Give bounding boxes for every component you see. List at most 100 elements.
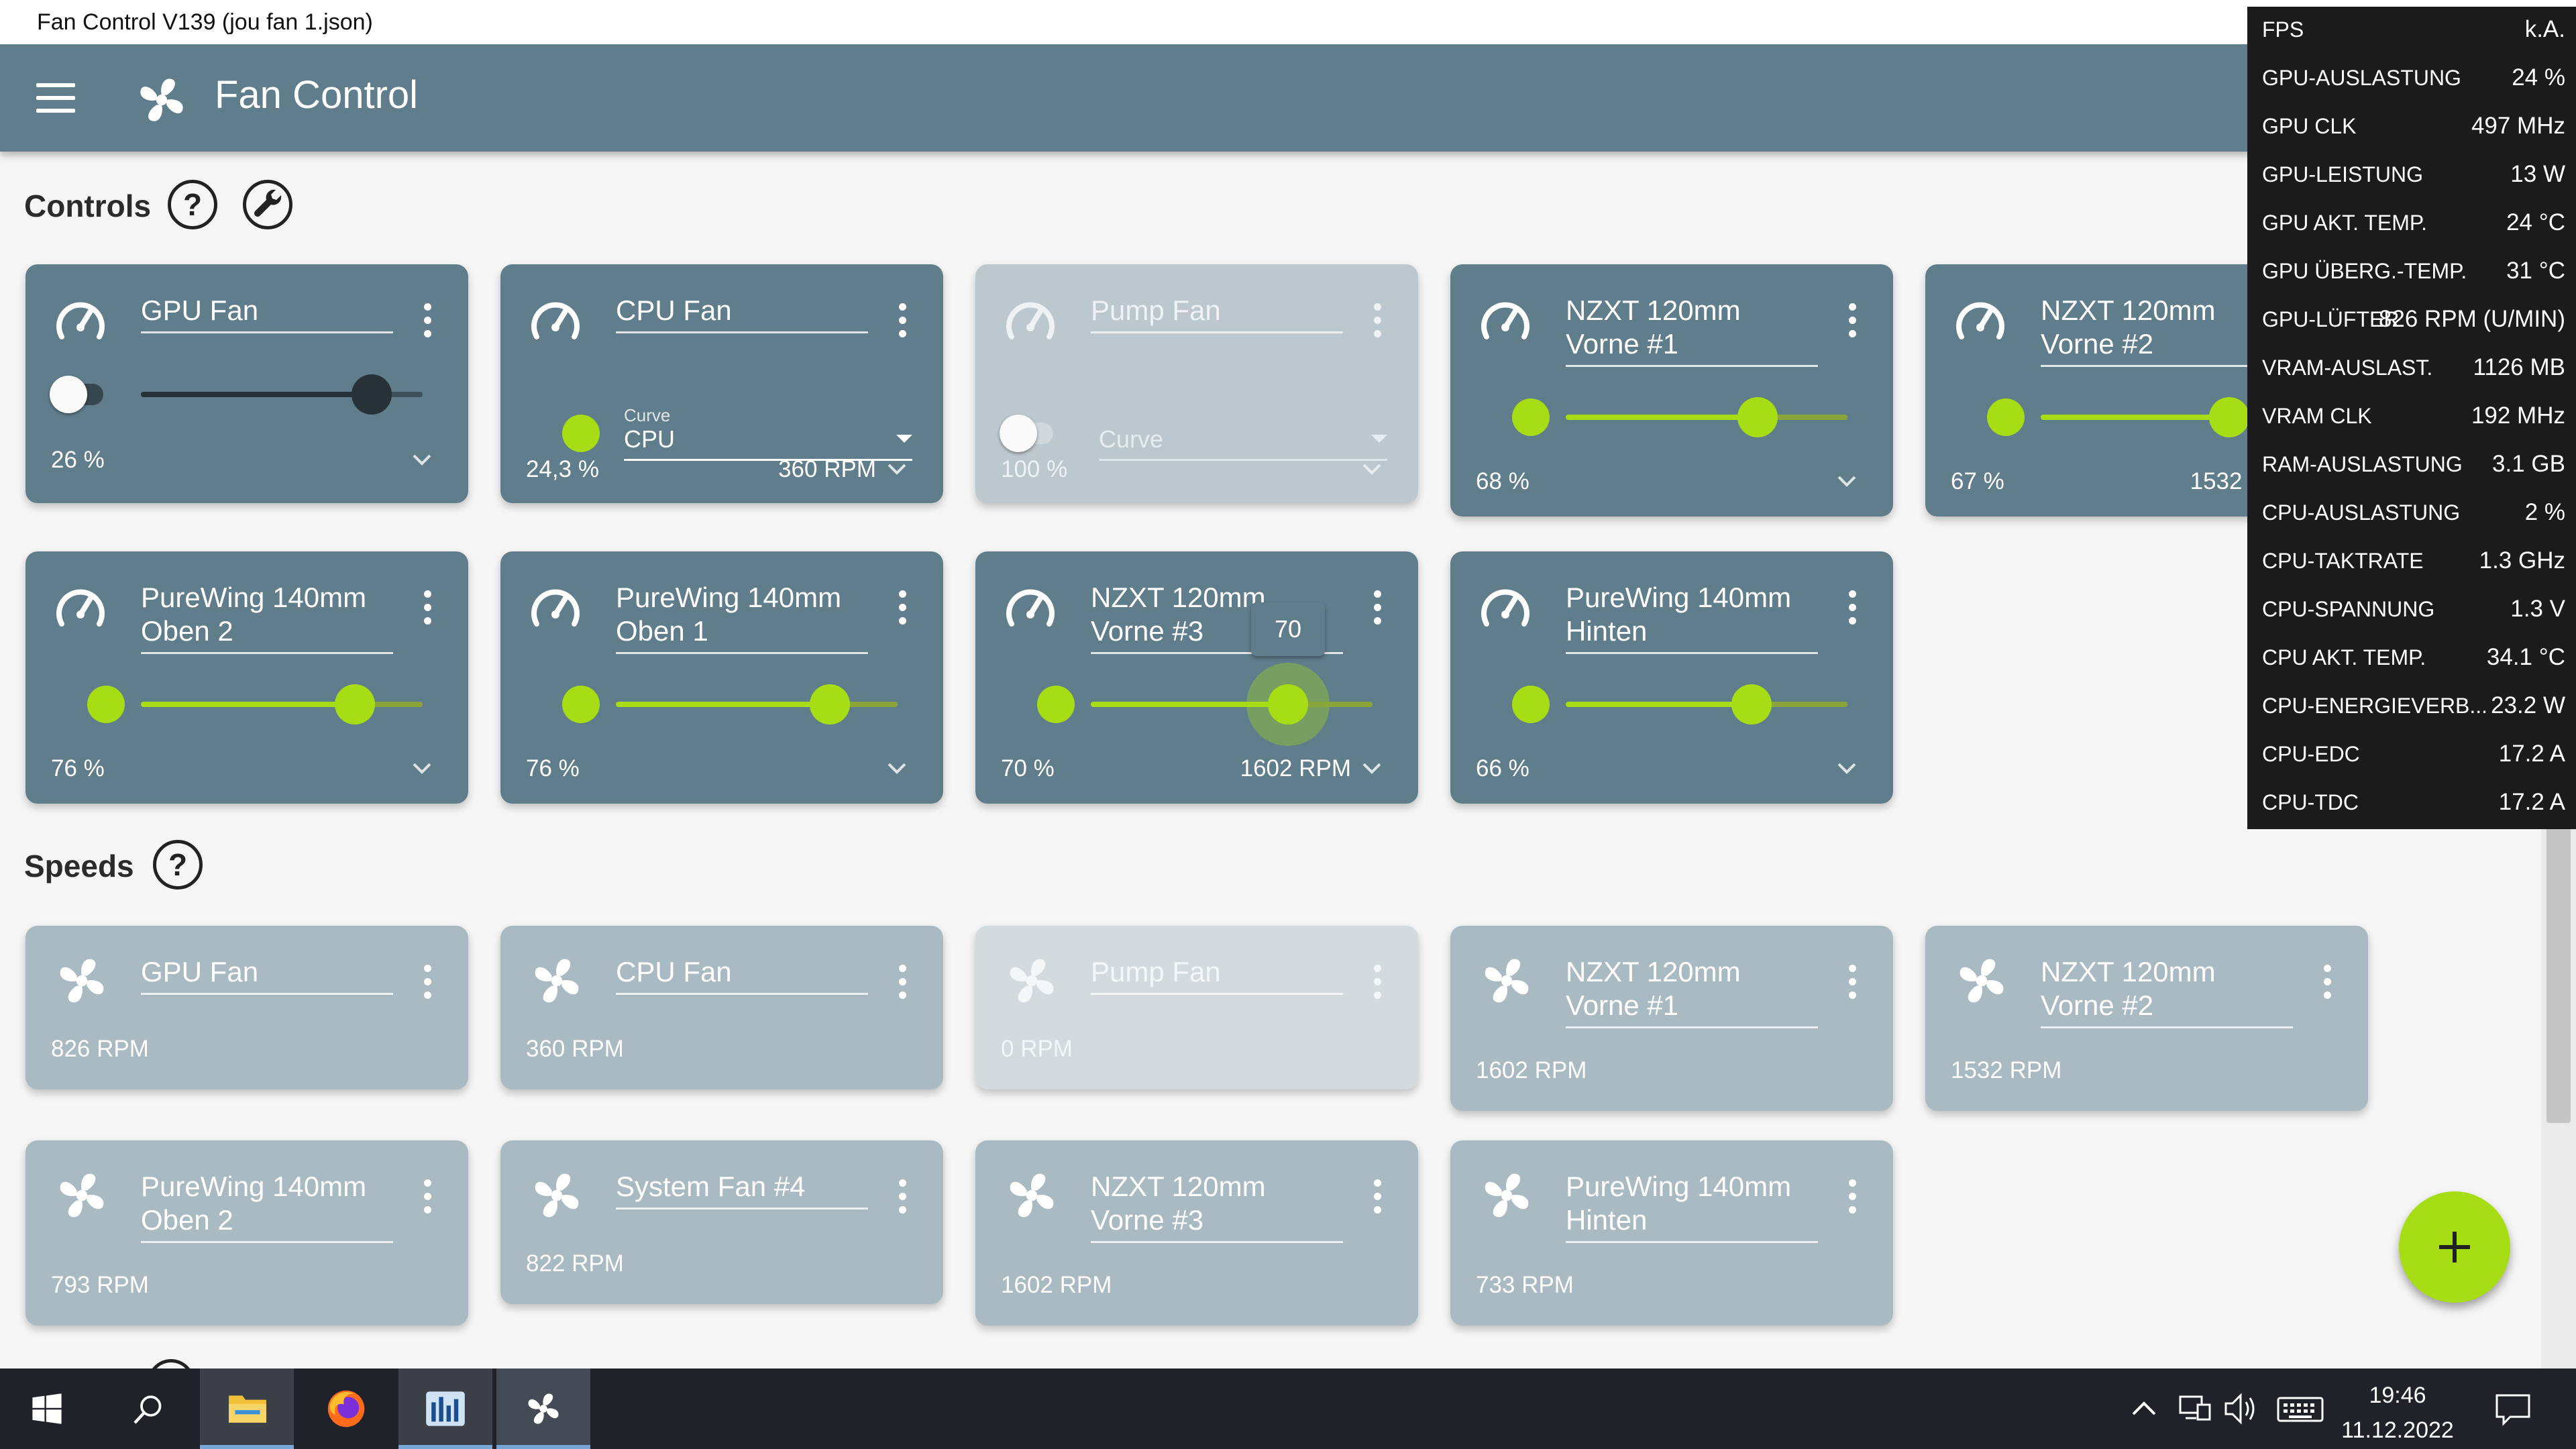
volume-icon[interactable] bbox=[2222, 1368, 2262, 1449]
add-button[interactable] bbox=[2399, 1191, 2510, 1303]
speed-name[interactable]: System Fan #4 bbox=[616, 1170, 868, 1210]
controls-help-icon[interactable]: ? bbox=[168, 180, 217, 229]
enable-toggle[interactable] bbox=[50, 376, 103, 413]
enable-toggle[interactable] bbox=[1000, 415, 1053, 452]
more-options-icon[interactable] bbox=[1849, 965, 1858, 1005]
control-name[interactable]: PureWing 140mm Oben 1 bbox=[616, 581, 868, 654]
fan-speed-slider[interactable] bbox=[141, 684, 423, 724]
slider-thumb[interactable] bbox=[1731, 684, 1772, 724]
notification-icon[interactable] bbox=[2490, 1368, 2537, 1449]
enable-toggle[interactable] bbox=[562, 686, 600, 723]
fan-control-icon[interactable] bbox=[496, 1368, 590, 1449]
more-options-icon[interactable] bbox=[1374, 590, 1383, 631]
speed-name[interactable]: Pump Fan bbox=[1091, 955, 1343, 995]
speed-name[interactable]: CPU Fan bbox=[616, 955, 868, 995]
slider-thumb[interactable] bbox=[335, 684, 375, 724]
fan-speed-slider[interactable] bbox=[1091, 684, 1373, 724]
fan-speed-slider[interactable] bbox=[1566, 397, 1847, 437]
chevron-up-icon[interactable] bbox=[2128, 1368, 2160, 1449]
monitor-app-icon[interactable] bbox=[398, 1368, 492, 1449]
curve-select[interactable]: Curve bbox=[1099, 425, 1387, 461]
expand-chevron-icon[interactable] bbox=[1835, 470, 1858, 492]
speeds-help-icon[interactable]: ? bbox=[153, 840, 203, 890]
enable-toggle[interactable] bbox=[1512, 398, 1550, 436]
more-options-icon[interactable] bbox=[899, 1179, 908, 1220]
expand-chevron-icon[interactable] bbox=[411, 448, 433, 471]
more-options-icon[interactable] bbox=[1849, 303, 1858, 343]
speed-name[interactable]: NZXT 120mm Vorne #2 bbox=[2041, 955, 2293, 1028]
fan-speed-slider[interactable] bbox=[1566, 684, 1847, 724]
expand-chevron-icon[interactable] bbox=[885, 458, 908, 480]
enable-toggle[interactable] bbox=[562, 415, 600, 452]
expand-chevron-icon[interactable] bbox=[1360, 757, 1383, 780]
more-options-icon[interactable] bbox=[899, 303, 908, 343]
curve-select[interactable]: CPU bbox=[624, 425, 912, 461]
control-name[interactable]: PureWing 140mm Oben 2 bbox=[141, 581, 393, 654]
wrench-icon[interactable] bbox=[243, 180, 292, 229]
more-options-icon[interactable] bbox=[424, 1179, 433, 1220]
speed-name[interactable]: NZXT 120mm Vorne #1 bbox=[1566, 955, 1818, 1028]
expand-chevron-icon[interactable] bbox=[1360, 458, 1383, 480]
control-name[interactable]: Pump Fan bbox=[1091, 294, 1343, 333]
fan-speed-slider[interactable] bbox=[2041, 397, 2322, 437]
speed-name[interactable]: GPU Fan bbox=[141, 955, 393, 995]
expand-chevron-icon[interactable] bbox=[885, 757, 908, 780]
control-name[interactable]: PureWing 140mm Hinten bbox=[1566, 581, 1818, 654]
more-options-icon[interactable] bbox=[899, 590, 908, 631]
hamburger-menu-icon[interactable] bbox=[36, 83, 75, 113]
control-name[interactable]: NZXT 120mm Vorne #1 bbox=[1566, 294, 1818, 367]
network-icon[interactable] bbox=[2176, 1368, 2214, 1449]
speed-name[interactable]: PureWing 140mm Oben 2 bbox=[141, 1170, 393, 1243]
more-options-icon[interactable] bbox=[424, 965, 433, 1005]
enable-toggle[interactable] bbox=[1037, 686, 1075, 723]
start-icon[interactable] bbox=[0, 1368, 94, 1449]
enable-toggle[interactable] bbox=[1987, 398, 2025, 436]
more-options-icon[interactable] bbox=[1374, 303, 1383, 343]
more-options-icon[interactable] bbox=[1374, 965, 1383, 1005]
enable-toggle[interactable] bbox=[87, 686, 125, 723]
expand-chevron-icon[interactable] bbox=[411, 757, 433, 780]
fan-speed-slider[interactable] bbox=[141, 374, 423, 415]
slider-thumb[interactable] bbox=[1737, 397, 1778, 437]
keyboard-icon[interactable] bbox=[2275, 1368, 2326, 1449]
expand-chevron-icon[interactable] bbox=[1835, 757, 1858, 780]
speed-name[interactable]: NZXT 120mm Vorne #3 bbox=[1091, 1170, 1343, 1243]
control-name[interactable]: NZXT 120mm Vorne #3 bbox=[1091, 581, 1343, 654]
fan-speed-slider[interactable] bbox=[616, 684, 898, 724]
enable-toggle[interactable] bbox=[1512, 686, 1550, 723]
slider-thumb[interactable] bbox=[2209, 397, 2249, 437]
search-icon[interactable] bbox=[101, 1368, 195, 1449]
control-name[interactable]: GPU Fan bbox=[141, 294, 393, 333]
control-name[interactable]: CPU Fan bbox=[616, 294, 868, 333]
file-explorer-icon[interactable] bbox=[200, 1368, 294, 1449]
more-options-icon[interactable] bbox=[1849, 590, 1858, 631]
more-options-icon[interactable] bbox=[424, 590, 433, 631]
speed-name[interactable]: PureWing 140mm Hinten bbox=[1566, 1170, 1818, 1243]
slider-thumb[interactable] bbox=[810, 684, 850, 724]
firefox-icon[interactable] bbox=[299, 1368, 393, 1449]
more-options-icon[interactable] bbox=[424, 303, 433, 343]
more-options-icon[interactable] bbox=[2324, 965, 2333, 1005]
control-name[interactable]: NZXT 120mm Vorne #2 bbox=[2041, 294, 2293, 367]
more-options-icon[interactable] bbox=[1374, 1179, 1383, 1220]
slider-thumb[interactable] bbox=[1268, 684, 1308, 724]
slider-thumb[interactable] bbox=[352, 374, 392, 415]
more-options-icon[interactable] bbox=[899, 965, 908, 1005]
